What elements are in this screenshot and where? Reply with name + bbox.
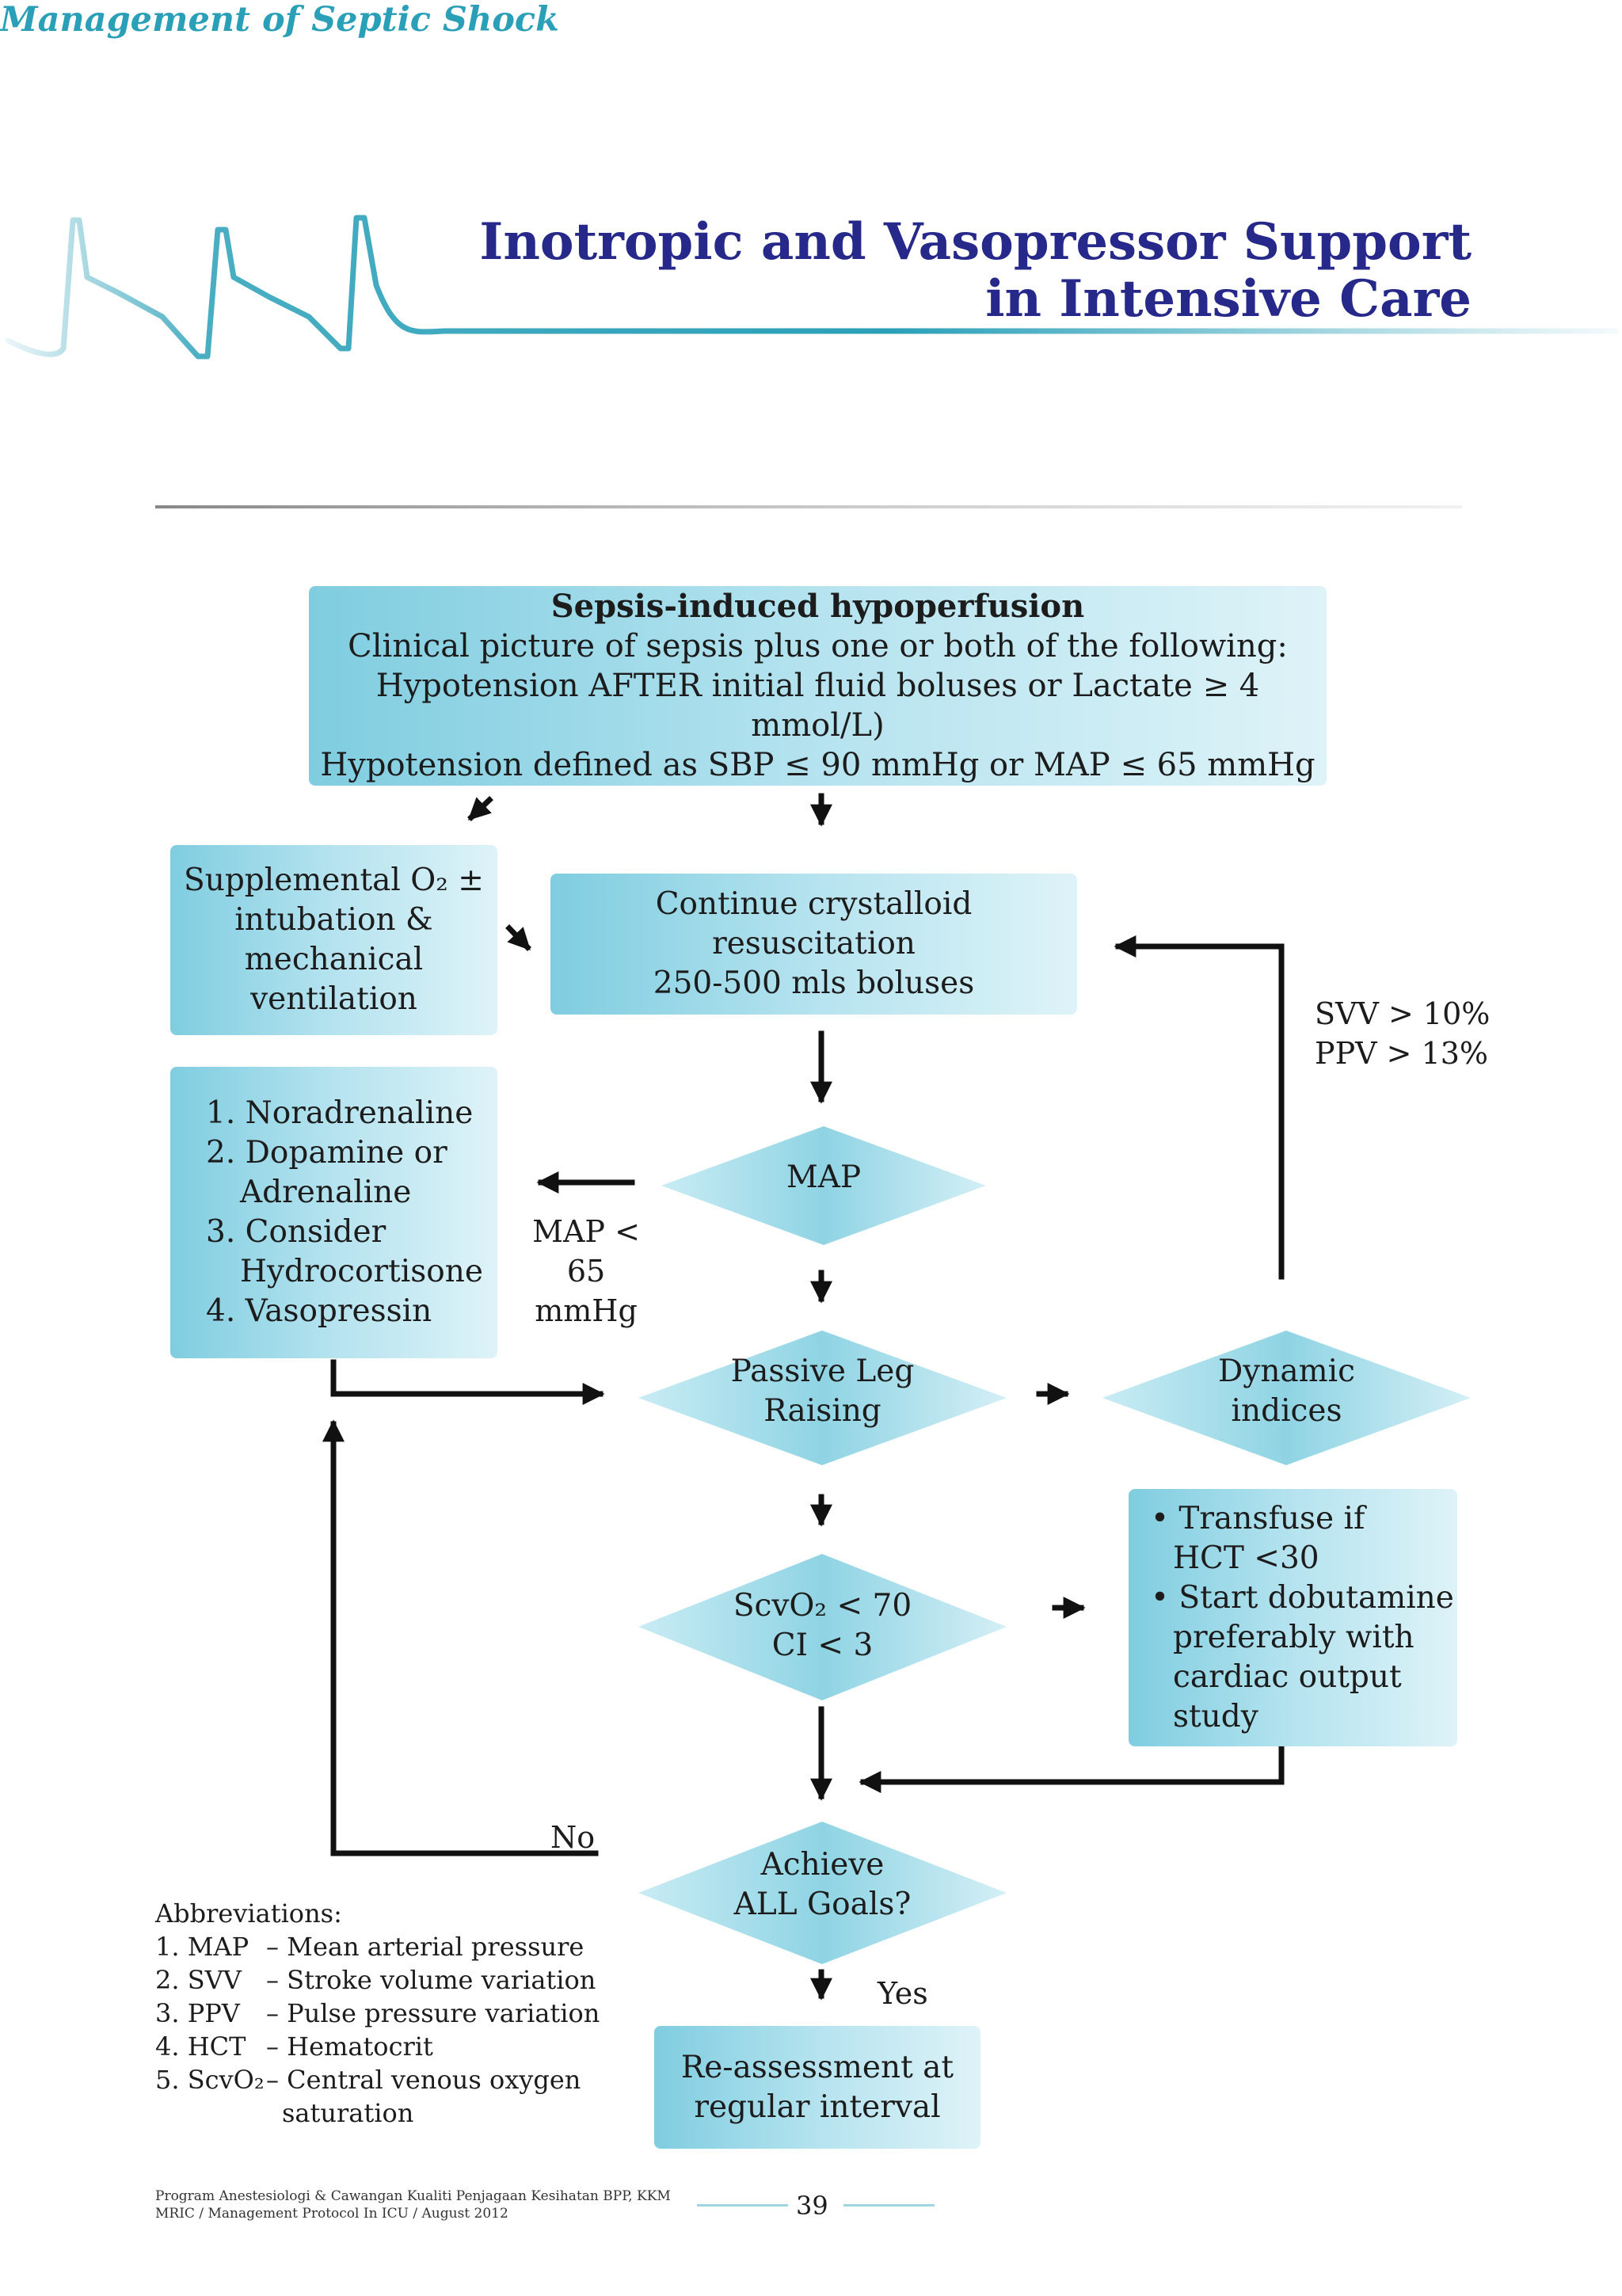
transfuse-item: preferably with <box>1173 1619 1414 1655</box>
crystalloid-resuscitation-box: Continue crystalloid resuscitation 250-5… <box>550 874 1077 1015</box>
map-condition-line-1: MAP < 65 <box>532 1214 640 1289</box>
vasopressor-drugs-box: 1. Noradrenaline 2. Dopamine or Adrenali… <box>170 1067 497 1358</box>
map-condition-line-2: mmHg <box>535 1293 638 1328</box>
arrow-dynamic-to-crystalloid <box>1114 935 1285 1280</box>
scvo2-line-2: CI < 3 <box>771 1627 874 1663</box>
drug-item: Adrenaline <box>240 1175 412 1210</box>
page-number-rule <box>697 2204 935 2207</box>
map-condition-label: MAP < 65 mmHg <box>515 1212 657 1331</box>
map-diamond: MAP <box>661 1126 986 1245</box>
reassess-line-1: Re-assessment at <box>680 2049 954 2085</box>
sepsis-box-line-3: Hypotension defined as SBP ≤ 90 mmHg or … <box>320 747 1315 783</box>
plr-line-1: Passive Leg <box>730 1354 915 1389</box>
arrow-drugs-to-plr <box>330 1359 605 1405</box>
dynamic-indices-diamond: Dynamic indices <box>1102 1331 1471 1465</box>
scvo2-diamond: ScvO₂ < 70 CI < 3 <box>638 1554 1007 1700</box>
page-title: Inotropic and Vasopressor Support in Int… <box>479 214 1472 328</box>
drug-item: 1. Noradrenaline <box>206 1095 474 1131</box>
crystalloid-box-line-2: 250-500 mls boluses <box>653 965 975 1001</box>
title-line-2: in Intensive Care <box>985 269 1472 329</box>
abbreviation-row: 1. MAP– Mean arterial pressure <box>155 1932 584 1962</box>
sepsis-box-heading: Sepsis-induced hypoperfusion <box>550 588 1085 625</box>
section-title: Management of Septic Shock <box>0 0 559 40</box>
dynamic-line-2: indices <box>1231 1393 1342 1429</box>
oxygen-box-line-1: Supplemental O₂ ± <box>184 862 484 898</box>
oxygen-box-line-2: intubation & <box>234 902 433 938</box>
abbreviations-list: Abbreviations: 1. MAP– Mean arterial pre… <box>155 1897 600 2130</box>
arrow-oxygen-to-crystalloid <box>505 924 531 951</box>
abbreviation-row: 5. ScvO₂– Central venous oxygen <box>155 2065 581 2095</box>
dynamic-line-1: Dynamic <box>1218 1354 1355 1389</box>
plr-line-2: Raising <box>763 1393 881 1429</box>
goals-line-1: Achieve <box>760 1847 885 1883</box>
drug-item: 3. Consider <box>206 1214 386 1250</box>
abbreviation-row: 4. HCT– Hematocrit <box>155 2031 433 2062</box>
sepsis-hypoperfusion-box: Sepsis-induced hypoperfusion Clinical pi… <box>309 586 1327 786</box>
drug-item: 2. Dopamine or <box>206 1135 447 1171</box>
reassessment-box: Re-assessment at regular interval <box>654 2026 980 2149</box>
yes-label: Yes <box>878 1976 928 2011</box>
arrow-top-to-oxygen <box>467 796 493 821</box>
svv-line: SVV > 10% <box>1315 996 1491 1031</box>
footer-line-2: MRIC / Management Protocol In ICU / Augu… <box>155 2206 508 2222</box>
transfuse-dobutamine-box: • Transfuse if HCT <30 • Start dobutamin… <box>1129 1489 1457 1746</box>
oxygen-ventilation-box: Supplemental O₂ ± intubation & mechanica… <box>170 845 497 1035</box>
footer-line-1: Program Anestesiologi & Cawangan Kualiti… <box>155 2188 671 2204</box>
transfuse-item: study <box>1173 1698 1258 1734</box>
sepsis-box-line-1: Clinical picture of sepsis plus one or b… <box>348 628 1288 664</box>
goals-line-2: ALL Goals? <box>733 1887 912 1922</box>
section-underline <box>155 505 1462 508</box>
crystalloid-box-line-1: Continue crystalloid resuscitation <box>655 886 973 961</box>
reassess-line-2: regular interval <box>694 2088 941 2125</box>
ppv-line: PPV > 13% <box>1315 1036 1489 1071</box>
drug-item: Hydrocortisone <box>240 1254 483 1289</box>
abbreviation-row: 3. PPV– Pulse pressure variation <box>155 1998 600 2028</box>
abbreviation-row: saturation <box>282 2098 414 2128</box>
sepsis-box-line-2: Hypotension AFTER initial fluid boluses … <box>375 668 1260 744</box>
transfuse-item: HCT <30 <box>1173 1540 1319 1576</box>
no-label: No <box>550 1820 596 1855</box>
page-number: 39 <box>796 2191 828 2221</box>
transfuse-item: • Transfuse if <box>1151 1500 1365 1536</box>
oxygen-box-line-3: mechanical <box>244 942 424 977</box>
ecg-wave-decoration <box>5 215 1619 360</box>
transfuse-item: cardiac output <box>1173 1658 1402 1695</box>
oxygen-box-line-4: ventilation <box>250 981 417 1017</box>
transfuse-item: • Start dobutamine <box>1151 1579 1454 1616</box>
drug-item: 4. Vasopressin <box>206 1293 432 1329</box>
footer-credits: Program Anestesiologi & Cawangan Kualiti… <box>155 2187 671 2222</box>
svv-ppv-label: SVV > 10% PPV > 13% <box>1315 994 1490 1073</box>
scvo2-line-1: ScvO₂ < 70 <box>733 1587 912 1624</box>
passive-leg-raising-diamond: Passive Leg Raising <box>638 1331 1007 1465</box>
abbreviation-row: 2. SVV– Stroke volume variation <box>155 1965 596 1995</box>
achieve-goals-diamond: Achieve ALL Goals? <box>638 1822 1007 1964</box>
arrow-goals-no-loop <box>322 1419 599 1856</box>
abbreviations-heading: Abbreviations: <box>155 1898 342 1929</box>
arrow-transfuse-to-goals <box>859 1742 1285 1793</box>
title-line-1: Inotropic and Vasopressor Support <box>479 212 1472 272</box>
map-diamond-label: MAP <box>786 1159 862 1195</box>
